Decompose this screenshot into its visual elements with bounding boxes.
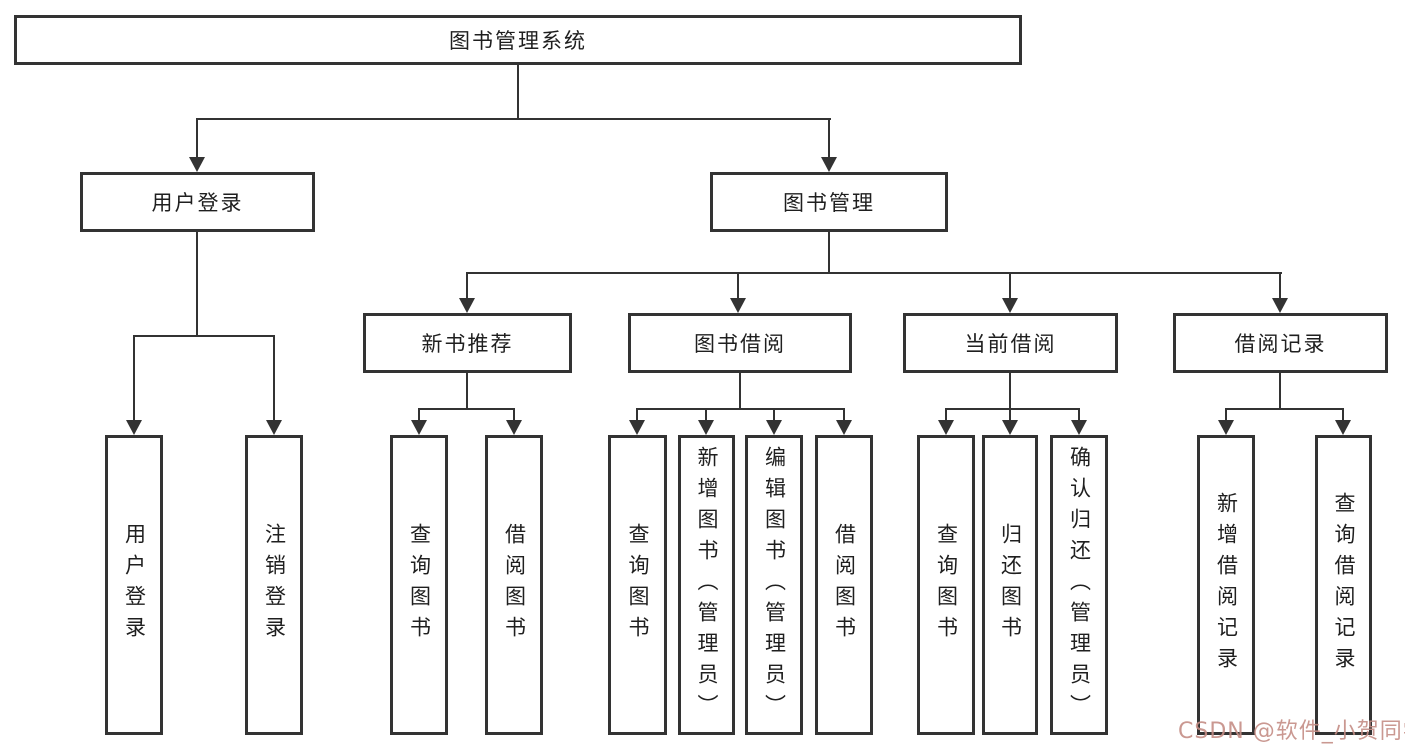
leaf-add-books-admin: 新增图书（管理员） — [678, 435, 735, 735]
connector-line — [828, 118, 830, 159]
connector-line — [1279, 373, 1281, 408]
connector-line — [466, 373, 468, 408]
connector-line — [466, 272, 1282, 274]
connector-line — [1225, 408, 1344, 410]
connector-line — [1078, 408, 1080, 422]
arrowhead-down-icon — [1071, 420, 1087, 435]
leaf-label: 借阅图书 — [832, 523, 857, 647]
arrowhead-down-icon — [411, 420, 427, 435]
leaf-query-borrow-record: 查询借阅记录 — [1315, 435, 1372, 735]
node-label: 当前借阅 — [964, 332, 1057, 356]
arrowhead-down-icon — [730, 298, 746, 313]
node-label: 图书借阅 — [694, 332, 786, 356]
connector-line — [737, 272, 739, 300]
connector-line — [418, 408, 420, 422]
connector-line — [636, 408, 845, 410]
leaf-label: 注销登录 — [262, 523, 287, 647]
leaf-label: 查询图书 — [934, 523, 959, 647]
connector-line — [418, 408, 515, 410]
connector-line — [1279, 272, 1281, 300]
arrowhead-down-icon — [189, 157, 205, 172]
leaf-return-books: 归还图书 — [982, 435, 1038, 735]
connector-line — [739, 373, 741, 408]
arrowhead-down-icon — [266, 420, 282, 435]
connector-line — [1009, 373, 1011, 408]
arrowhead-down-icon — [698, 420, 714, 435]
arrowhead-down-icon — [506, 420, 522, 435]
node-root-system: 图书管理系统 — [14, 15, 1022, 65]
arrowhead-down-icon — [938, 420, 954, 435]
leaf-label: 查询图书 — [407, 523, 432, 647]
connector-line — [517, 65, 519, 118]
arrowhead-down-icon — [766, 420, 782, 435]
leaf-query-books-3: 查询图书 — [917, 435, 975, 735]
arrowhead-down-icon — [1272, 298, 1288, 313]
connector-line — [196, 232, 198, 335]
node-book-management-branch: 图书管理 — [710, 172, 948, 232]
connector-line — [1009, 408, 1011, 422]
leaf-label: 编辑图书（管理员） — [762, 445, 787, 725]
node-label: 借阅记录 — [1234, 332, 1327, 356]
arrowhead-down-icon — [629, 420, 645, 435]
arrowhead-down-icon — [836, 420, 852, 435]
node-borrow-records: 借阅记录 — [1173, 313, 1388, 373]
connector-line — [773, 408, 775, 422]
leaf-label: 归还图书 — [998, 523, 1023, 647]
connector-line — [133, 335, 275, 337]
arrowhead-down-icon — [1002, 298, 1018, 313]
connector-line — [133, 335, 135, 422]
leaf-logout: 注销登录 — [245, 435, 303, 735]
connector-line — [828, 232, 830, 272]
arrowhead-down-icon — [459, 298, 475, 313]
csdn-watermark: CSDN @软件_小贺同学 — [1178, 719, 1405, 744]
leaf-borrow-books-2: 借阅图书 — [815, 435, 873, 735]
leaf-label: 新增借阅记录 — [1214, 492, 1239, 678]
leaf-user-login: 用户登录 — [105, 435, 163, 735]
node-new-book-recommend: 新书推荐 — [363, 313, 572, 373]
leaf-query-books-1: 查询图书 — [390, 435, 448, 735]
arrowhead-down-icon — [1218, 420, 1234, 435]
arrowhead-down-icon — [1335, 420, 1351, 435]
node-label: 图书管理系统 — [449, 29, 587, 53]
leaf-label: 用户登录 — [122, 523, 147, 647]
leaf-label: 查询借阅记录 — [1332, 492, 1356, 678]
leaf-label: 借阅图书 — [502, 523, 527, 647]
leaf-label: 新增图书（管理员） — [695, 445, 719, 725]
node-label: 用户登录 — [151, 191, 244, 215]
connector-line — [273, 335, 275, 422]
node-label: 图书管理 — [783, 191, 875, 215]
connector-line — [945, 408, 1080, 410]
leaf-confirm-return-admin: 确认归还（管理员） — [1050, 435, 1108, 735]
node-user-login-branch: 用户登录 — [80, 172, 315, 232]
leaf-edit-books-admin: 编辑图书（管理员） — [745, 435, 803, 735]
connector-line — [1225, 408, 1227, 422]
leaf-query-books-2: 查询图书 — [608, 435, 667, 735]
node-book-borrow: 图书借阅 — [628, 313, 852, 373]
connector-line — [705, 408, 707, 422]
leaf-borrow-books-1: 借阅图书 — [485, 435, 543, 735]
leaf-add-borrow-record: 新增借阅记录 — [1197, 435, 1255, 735]
connector-line — [196, 118, 198, 159]
arrowhead-down-icon — [126, 420, 142, 435]
node-label: 新书推荐 — [421, 332, 514, 356]
arrowhead-down-icon — [821, 157, 837, 172]
connector-line — [466, 272, 468, 300]
connector-line — [1009, 272, 1011, 300]
arrowhead-down-icon — [1002, 420, 1018, 435]
node-current-borrow: 当前借阅 — [903, 313, 1118, 373]
connector-line — [636, 408, 638, 422]
connector-line — [513, 408, 515, 422]
connector-line — [945, 408, 947, 422]
leaf-label: 确认归还（管理员） — [1067, 445, 1092, 725]
connector-line — [1342, 408, 1344, 422]
connector-line — [196, 118, 831, 120]
connector-line — [843, 408, 845, 422]
leaf-label: 查询图书 — [626, 523, 650, 647]
